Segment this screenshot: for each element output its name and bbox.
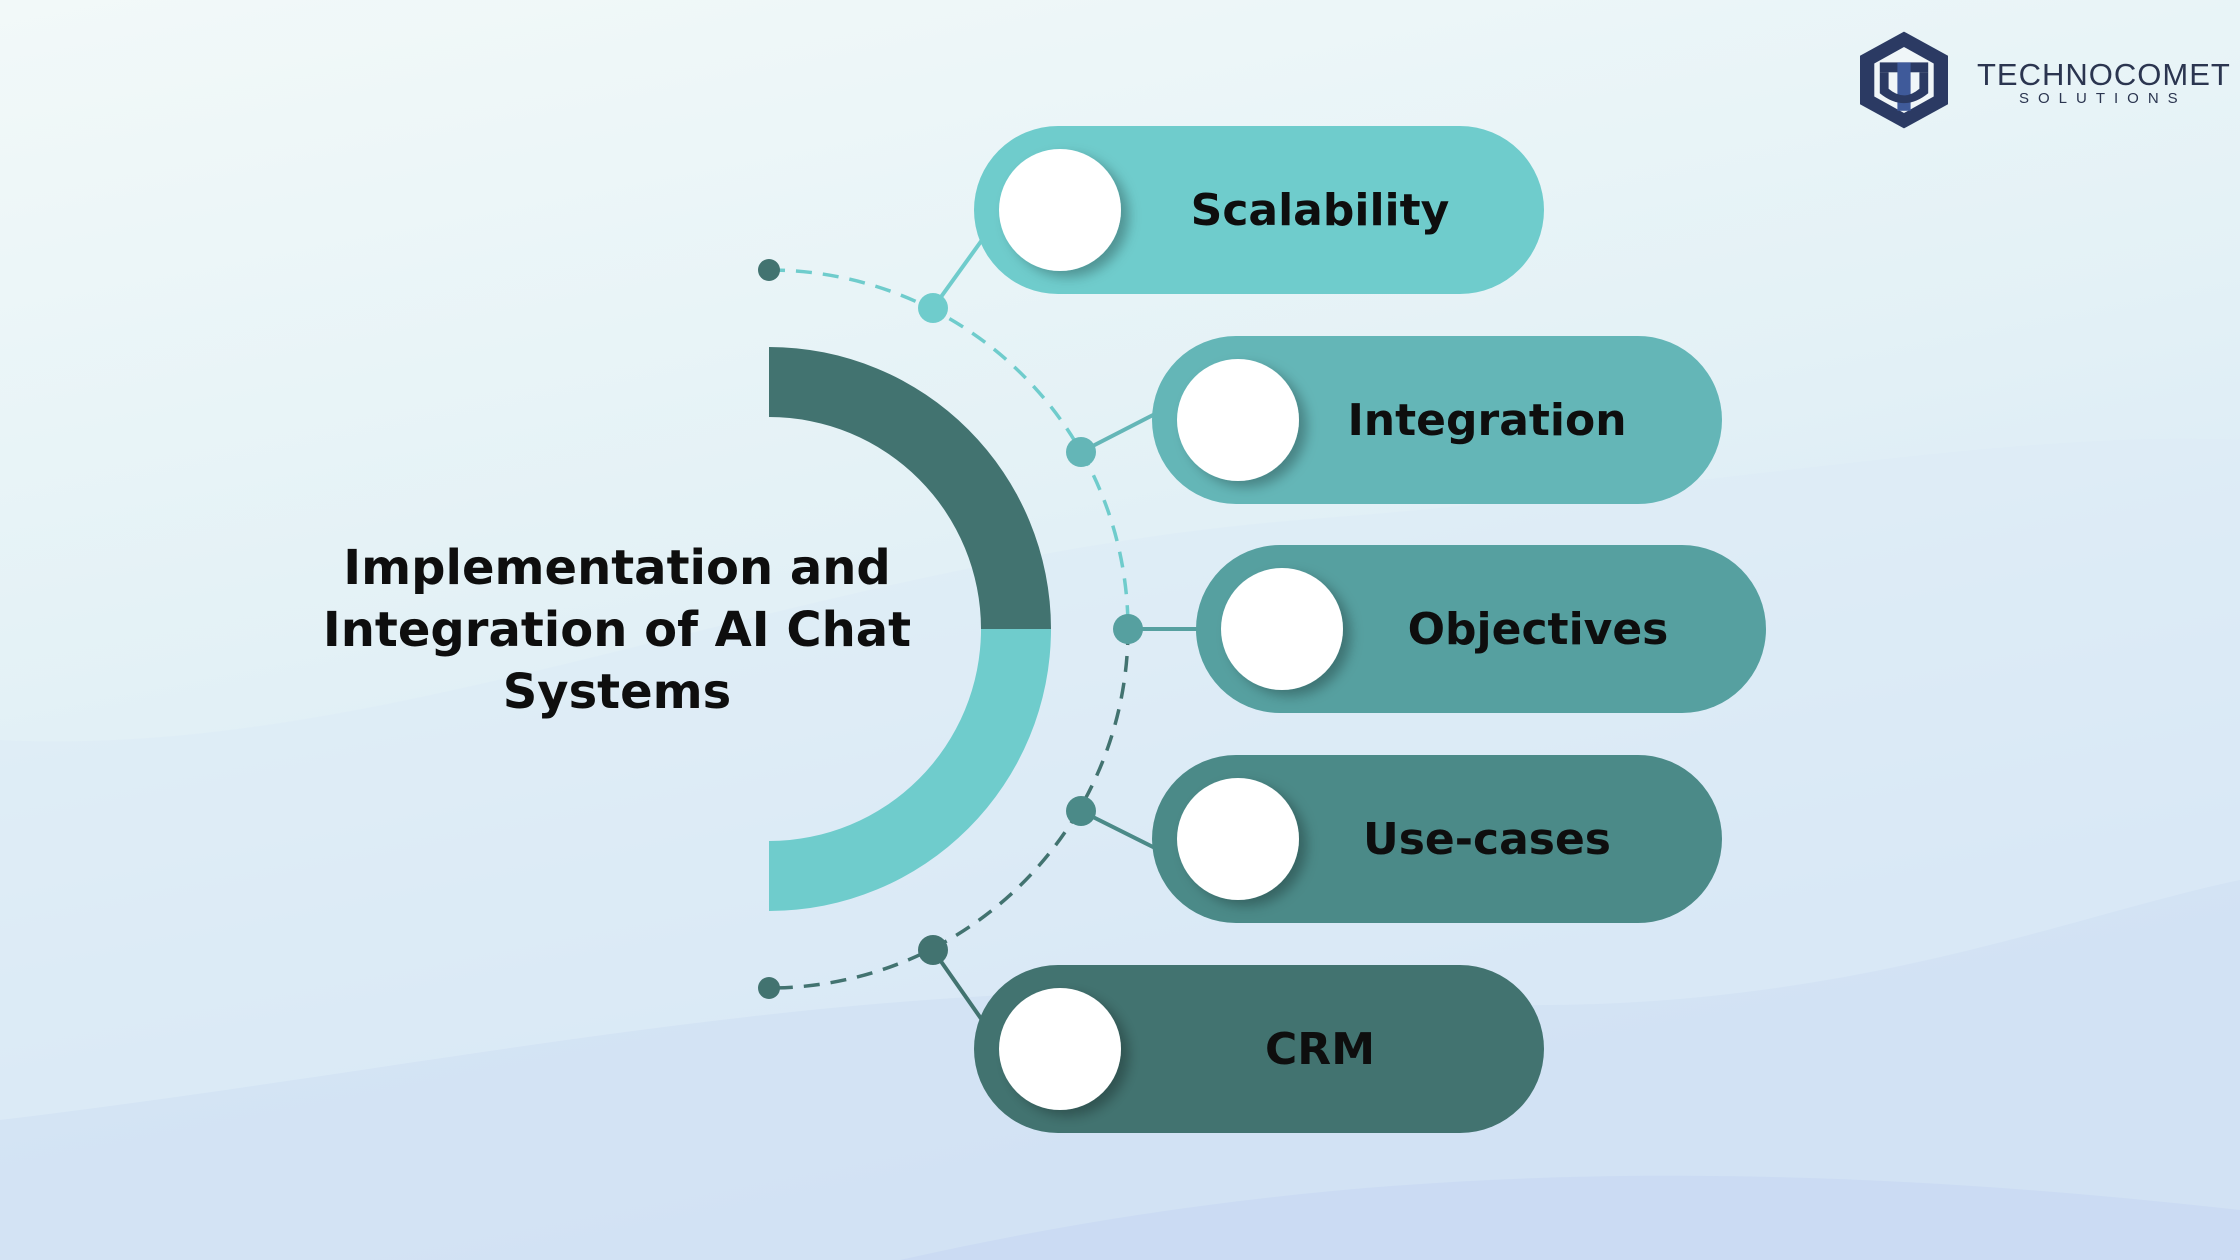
brand-logo: TECHNOCOMET SOLUTIONS (1860, 31, 2231, 129)
dashed-arc-upper (768, 268, 1130, 630)
technocomet-logo-icon (1860, 31, 1948, 129)
item-circle-icon (1221, 568, 1343, 690)
arc-lower-segment (769, 629, 1051, 911)
arc-end-dot-bottom (758, 977, 780, 999)
item-scalability: Scalability (918, 126, 1544, 323)
item-pill (1152, 336, 1722, 504)
item-label: Integration (1347, 395, 1626, 446)
connector-dot (1066, 796, 1096, 826)
diagram-title: Implementation and Integration of AI Cha… (323, 540, 911, 720)
dashed-arc-lower (768, 628, 1130, 990)
connector-dot (1113, 614, 1143, 644)
item-label: Objectives (1408, 604, 1669, 655)
connector-dot (918, 935, 948, 965)
item-crm: CRM (918, 935, 1544, 1133)
arc-end-dot-top (758, 259, 780, 281)
item-objectives: Objectives (1113, 545, 1766, 713)
arc-upper-segment (769, 347, 1051, 629)
brand-tagline: SOLUTIONS (2019, 90, 2187, 107)
connector-dot (1066, 437, 1096, 467)
item-circle-icon (999, 149, 1121, 271)
item-integration: Integration (1066, 336, 1722, 504)
item-pill (1152, 755, 1722, 923)
background-wave (900, 1175, 2240, 1260)
item-label: CRM (1265, 1024, 1375, 1075)
item-pill (974, 126, 1544, 294)
item-pill (1196, 545, 1766, 713)
item-label: Use-cases (1363, 814, 1611, 865)
item-label: Scalability (1191, 185, 1450, 236)
title-line-3: Systems (503, 664, 732, 720)
item-circle-icon (999, 988, 1121, 1110)
item-use-cases: Use-cases (1066, 755, 1722, 923)
item-circle-icon (1177, 359, 1299, 481)
connector-dot (918, 293, 948, 323)
title-line-1: Implementation and (343, 540, 891, 596)
item-circle-icon (1177, 778, 1299, 900)
brand-name: TECHNOCOMET (1977, 57, 2231, 92)
title-line-2: Integration of AI Chat (323, 602, 911, 658)
item-pill (974, 965, 1544, 1133)
